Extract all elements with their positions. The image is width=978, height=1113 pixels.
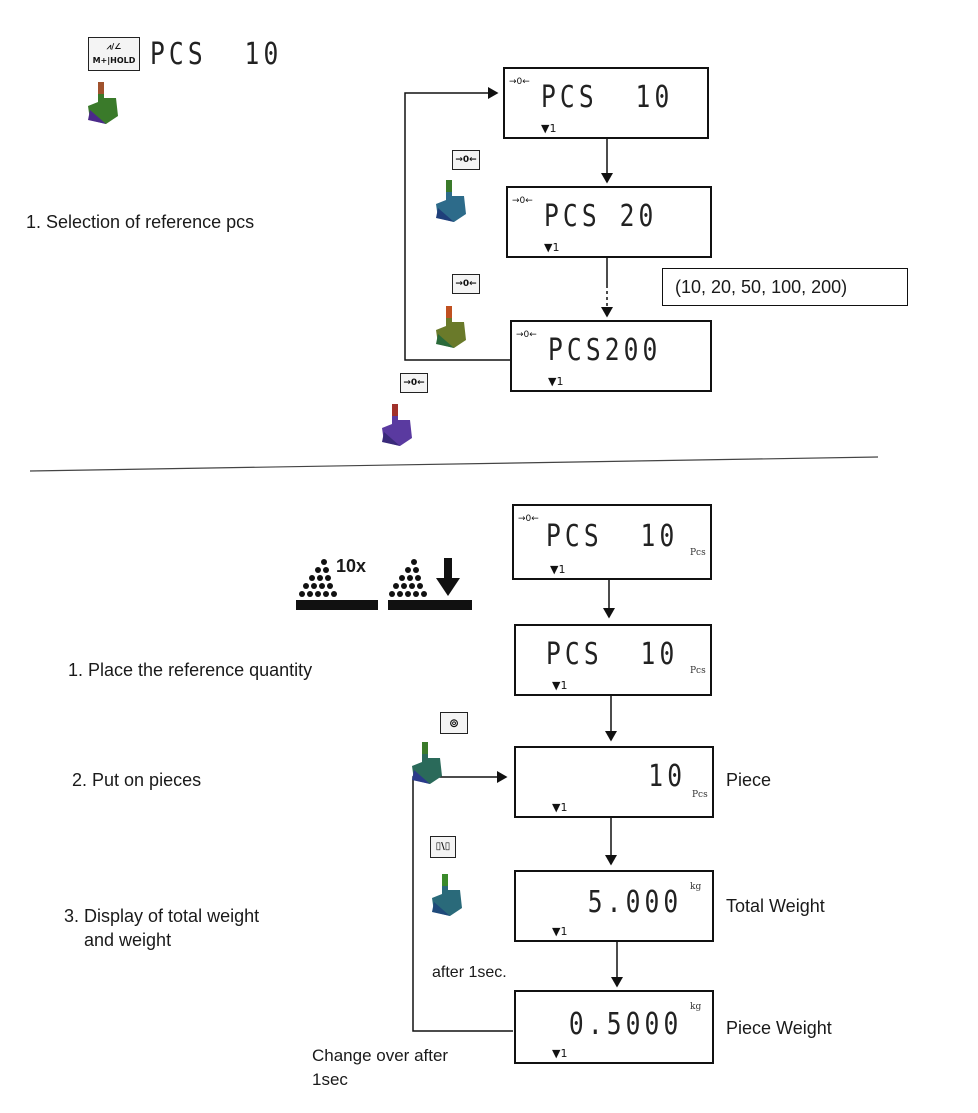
unit-pcs: Pcs [690,666,706,676]
unit-kg: kg [690,1002,702,1012]
tare-key-icon: →0← [452,274,480,294]
tare-key-icon: →0← [452,150,480,170]
piece-label: Piece [726,770,772,790]
hand-press-icon [412,742,442,784]
stable-indicator: ▼1 [548,375,564,388]
hand-press-icon [88,82,118,124]
piece-weight-label: Piece Weight [726,1018,832,1038]
bottom-step-3-label-b: and weight [84,930,172,950]
tare-key-icon: →0← [400,373,428,393]
stable-indicator: ▼1 [552,925,568,938]
bottom-step-3-label-a: 3. Display of total weight [64,906,260,926]
change-over-label-b: 1sec [312,1070,348,1089]
hand-press-icon [432,874,462,916]
hand-press-icon [436,306,466,348]
lcd-value: 10 [648,759,686,794]
zero-indicator: →0← [509,77,530,87]
print-key-icon: ▯\▯ [430,836,456,858]
hand-press-icon [436,180,466,222]
bottom-step-2-label: 2. Put on pieces [72,770,202,790]
hand-press-icon [382,404,412,446]
stable-indicator: ▼1 [552,801,568,814]
bottom-lcd-piece-weight: 0.5000 kg ▼1 [514,990,714,1064]
bottom-lcd-pcs-10-zero: →0← PCS 10 Pcs ▼1 [512,504,712,580]
bottom-lcd-total-weight: 5.000 kg ▼1 [514,870,714,942]
lcd-value: PCS 10 [541,80,674,115]
zero-indicator: →0← [512,196,533,206]
stable-indicator: ▼1 [541,122,557,135]
stable-indicator: ▼1 [544,241,560,254]
lcd-value: 0.5000 [568,1007,682,1042]
stable-indicator: ▼1 [552,679,568,692]
top-lcd-pcs-20: →0← PCS 20 ▼1 [506,186,712,258]
lcd-value: 5.000 [587,885,682,920]
top-lcd-pcs-10: →0← PCS 10 ▼1 [503,67,709,139]
unit-kg: kg [690,882,702,892]
lcd-value: PCS 20 [544,199,658,234]
zero-key-icon: ⩘∕∠M+|HOLD [88,37,140,71]
lcd-value: PCS 10 [546,519,679,554]
unit-pcs: Pcs [692,790,708,800]
bottom-lcd-pcs-10: PCS 10 Pcs ▼1 [514,624,712,696]
tenx-label: 10x [336,556,367,576]
lcd-value: PCS200 [548,333,662,368]
change-over-label-a: Change over after [312,1046,449,1065]
total-weight-label: Total Weight [726,896,825,916]
stable-indicator: ▼1 [552,1047,568,1060]
zero-indicator: →0← [516,330,537,340]
unit-key-icon: ⊚ [440,712,468,734]
options-text: (10, 20, 50, 100, 200) [675,277,848,297]
lcd-value: PCS 10 [546,637,679,672]
top-lcd-pcs-200: →0← PCS200 ▼1 [510,320,712,392]
top-step-1-label: 1. Selection of reference pcs [26,212,255,232]
after-1sec-label: after 1sec. [432,964,507,981]
pile-with-arrow-icon [388,558,472,610]
top-display-text: PCS 10 [150,37,283,72]
zero-indicator: →0← [518,514,539,524]
stable-indicator: ▼1 [550,563,566,576]
bottom-step-1-label: 1. Place the reference quantity [68,660,313,680]
reference-pile-icon [296,559,378,610]
unit-pcs: Pcs [690,548,706,558]
options-box: (10, 20, 50, 100, 200) [662,268,908,306]
bottom-lcd-piece-count: 10 Pcs ▼1 [514,746,714,818]
